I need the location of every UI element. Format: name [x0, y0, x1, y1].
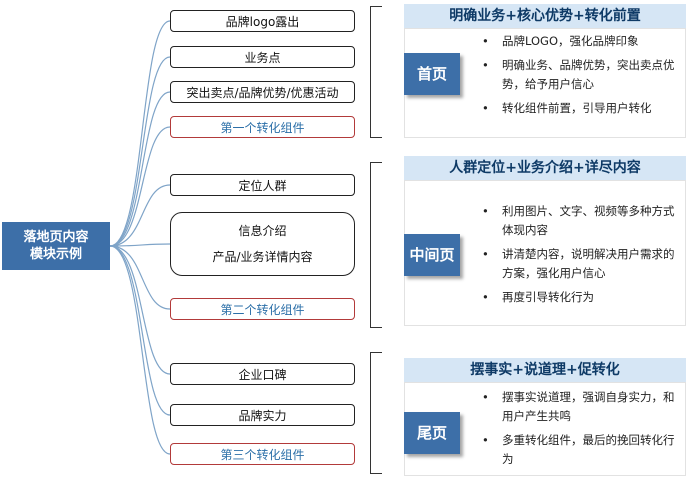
connector-info-intro: [109, 243, 171, 247]
node-info-intro-line2: 产品/业务详情内容: [212, 250, 313, 264]
bullet-item: 讲清楚内容，说明解决用户需求的方案，强化用户信心: [480, 245, 684, 283]
bracket-section-2: [370, 162, 382, 328]
bullet-item: 多重转化组件，最后的挽回转化行为: [480, 431, 684, 469]
node-target-audience: 定位人群: [170, 174, 355, 196]
node-info-intro: 信息介绍 产品/业务详情内容: [170, 212, 355, 276]
connector-conversion-2: [109, 245, 171, 310]
node-conversion-1: 第一个转化组件: [170, 116, 355, 138]
node-conversion-2: 第二个转化组件: [170, 298, 355, 320]
node-info-intro-line1: 信息介绍: [238, 224, 287, 238]
bracket-section-3: [370, 352, 382, 474]
section-1-header: 明确业务+核心优势+转化前置: [404, 4, 686, 28]
node-reputation: 企业口碑: [170, 363, 355, 385]
bullet-item: 品牌LOGO，强化品牌印象: [480, 32, 684, 51]
node-business-point: 业务点: [170, 46, 355, 68]
connector-business-point: [109, 56, 171, 247]
node-brand-strength: 品牌实力: [170, 404, 355, 426]
bullet-item: 再度引导转化行为: [480, 288, 684, 307]
node-brand-logo: 品牌logo露出: [170, 10, 355, 32]
page-label-home: 首页: [404, 53, 460, 95]
page-label-middle: 中间页: [404, 234, 460, 276]
bullet-item: 摆事实说道理，强调自身实力，和用户产生共鸣: [480, 388, 684, 426]
node-conversion-3: 第三个转化组件: [170, 443, 355, 465]
section-2-header: 人群定位+业务介绍+详尽内容: [404, 156, 686, 180]
section-2-bullets: 利用图片、文字、视频等多种方式体现内容 讲清楚内容，说明解决用户需求的方案，强化…: [480, 202, 684, 312]
bullet-item: 转化组件前置，引导用户转化: [480, 99, 684, 118]
section-3-bullets: 摆事实说道理，强调自身实力，和用户产生共鸣 多重转化组件，最后的挽回转化行为: [480, 388, 684, 474]
connector-conversion-1: [109, 126, 171, 247]
section-1-bullets: 品牌LOGO，强化品牌印象 明确业务、品牌优势，突出卖点优势，给予用户信心 转化…: [480, 32, 684, 123]
root-node: 落地页内容 模块示例: [2, 222, 110, 270]
connector-selling-points: [109, 91, 171, 247]
bracket-section-1: [370, 6, 382, 138]
connector-brand-logo: [109, 20, 171, 247]
connector-reputation: [109, 245, 171, 375]
node-selling-points: 突出卖点/品牌优势/优惠活动: [170, 81, 355, 103]
root-title-line1: 落地页内容: [23, 230, 89, 245]
section-3-header: 摆事实+说道理+促转化: [404, 358, 686, 382]
connector-conversion-3: [109, 245, 171, 455]
connector-brand-strength: [109, 245, 171, 416]
connector-target-audience: [109, 184, 171, 247]
bullet-item: 利用图片、文字、视频等多种方式体现内容: [480, 202, 684, 240]
root-title-line2: 模块示例: [29, 247, 82, 262]
page-label-footer: 尾页: [404, 412, 460, 454]
bullet-item: 明确业务、品牌优势，突出卖点优势，给予用户信心: [480, 56, 684, 94]
